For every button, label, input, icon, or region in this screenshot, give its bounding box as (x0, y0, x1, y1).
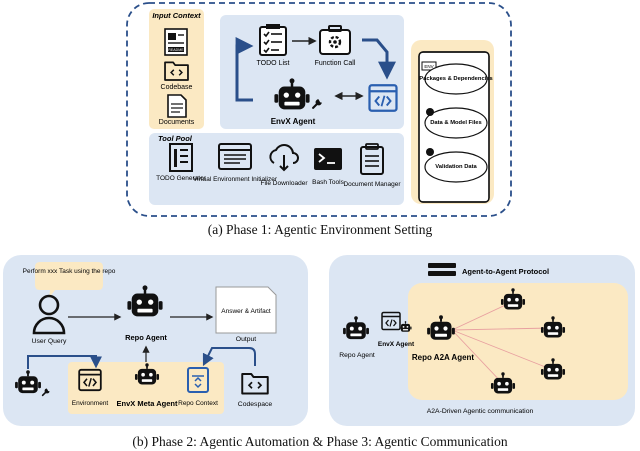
readme-tag: README (168, 48, 184, 52)
input-context-title: Input Context (152, 11, 201, 20)
function-to-code-arrow (362, 38, 396, 80)
file-downloader-label: File Downloader (261, 180, 309, 187)
p3-envx-agent-label: EnvX Agent (378, 341, 415, 348)
repo-agent-label: Repo Agent (125, 333, 167, 342)
envx-to-environment-arrow (27, 355, 102, 369)
validation-data-label: Validation Data (435, 164, 477, 170)
bash-tools-icon (314, 148, 342, 170)
user-icon (32, 294, 66, 335)
codebase-label: Codebase (161, 84, 193, 91)
answer-label: Answer & Artifact (221, 308, 271, 315)
virtual-env-label: Virtual Environment Initializer (193, 176, 278, 183)
function-call-icon (319, 25, 351, 55)
todo-list-label: TODO List (257, 60, 290, 67)
env-tag: ENV (424, 64, 433, 69)
a2a-connections (451, 301, 554, 386)
validation-icon (426, 148, 434, 156)
tool-pool-box: Tool Pool (149, 133, 404, 205)
tool-pool-title: Tool Pool (158, 134, 193, 143)
documents-label: Documents (159, 119, 195, 126)
document-manager-icon (360, 143, 384, 175)
gear-icon (426, 108, 434, 116)
packages-label: Packages & Dependencies (419, 76, 492, 82)
document-manager-label: Document Manager (343, 181, 401, 188)
codespace-to-context-arrow (202, 347, 256, 367)
phase2-panel: Perform xxx Task using the repo User Que… (3, 255, 308, 426)
a2a-protocol-icon (428, 263, 456, 276)
meta-agent-box (68, 362, 224, 414)
answer-box (215, 286, 277, 334)
file-downloader-icon (269, 144, 299, 172)
repo-context-label: Repo Context (178, 400, 218, 407)
phase1-panel: Input Context README Codebase Documents (126, 2, 512, 217)
a2a-agent-label: Repo A2A Agent (412, 353, 475, 362)
a2a-footer-label: A2A-Driven Agentic communication (427, 408, 534, 415)
meta-agent-label: EnvX Meta Agent (117, 399, 178, 408)
data-model-label: Data & Model Files (430, 120, 482, 126)
speech-bubble (35, 262, 103, 298)
documents-icon (167, 94, 187, 118)
todo-list-icon (259, 24, 287, 56)
phase3-panel: Agent-to-Agent Protocol Repo Agent EnvX … (329, 255, 635, 426)
a2a-network-box (408, 283, 628, 400)
codespace-label: Codespace (238, 401, 273, 408)
readme-icon: README (164, 28, 188, 56)
output-label: Output (236, 336, 257, 343)
env-outputs-box: ENV Packages & Dependencies Data & Model… (411, 40, 494, 204)
phase1-caption: (a) Phase 1: Agentic Environment Setting (208, 222, 433, 237)
envx-agent-box: TODO List Function Call EnvX Agent (220, 15, 404, 129)
loop-arrow-up (235, 37, 254, 102)
input-context-box: Input Context README Codebase Documents (149, 9, 204, 129)
protocol-label: Agent-to-Agent Protocol (462, 267, 549, 276)
virtual-env-icon (218, 143, 252, 170)
phase23-caption: (b) Phase 2: Agentic Automation & Phase … (132, 434, 508, 449)
speech-text: Perform xxx Task using the repo (23, 268, 116, 275)
function-call-label: Function Call (315, 60, 356, 67)
svg-text:TODO Generator: TODO Generator (156, 175, 207, 182)
todo-generator-icon (169, 143, 193, 172)
bash-tools-label: Bash Tools (312, 179, 344, 186)
envx-agent-label: EnvX Agent (271, 117, 316, 126)
p3-repo-agent-label: Repo Agent (339, 352, 375, 359)
environment-label: Environment (72, 400, 109, 407)
todo-generator-label: TODO Generator (156, 175, 207, 182)
repo-context-icon (187, 367, 209, 393)
user-query-label: User Query (32, 338, 67, 345)
